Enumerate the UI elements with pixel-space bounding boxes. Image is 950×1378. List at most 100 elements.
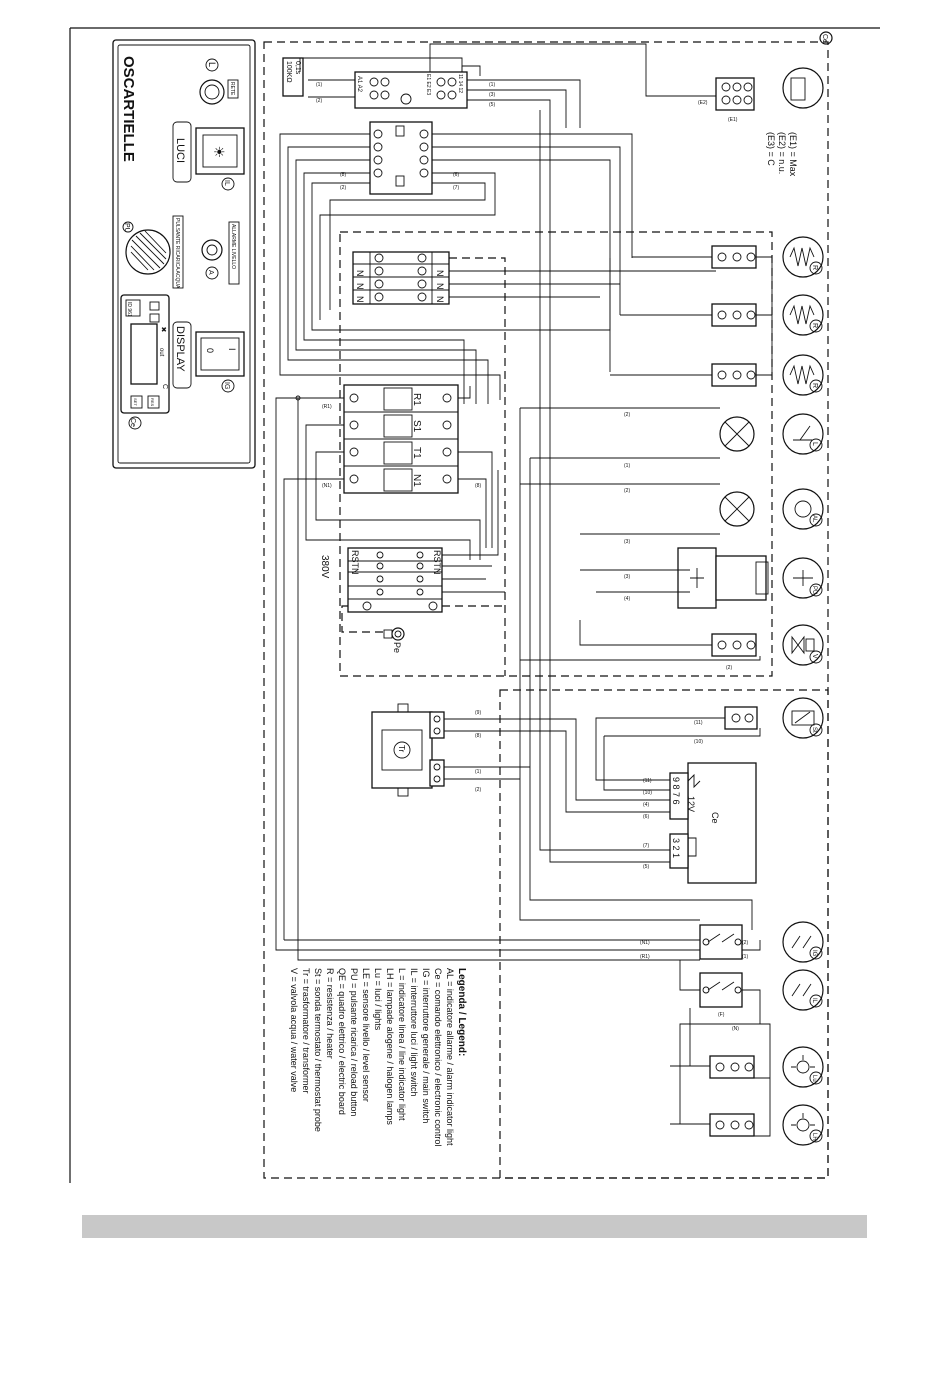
fuse-r1: R1 [411,393,422,406]
pulsante-label: PULSANTE RICARICA ACQUA [174,218,180,289]
electronic-controller: 9 8 7 6 3 2 1 12V Ce [669,762,757,884]
al-wire-label-2: (3) [624,539,630,545]
fuse-t1: T1 [411,447,422,459]
main-switch-icon [782,921,824,963]
heater-n-6: N [435,296,445,303]
timer-relay: 100KΩ 0,1s A1 A2 E1 E2 E3 11 14 12 [282,57,468,109]
contactor [369,121,433,195]
corner-ce-marker [819,31,833,45]
e1-max-label: (E1) = Max [788,132,798,177]
wire-label-8a: (8) [340,172,346,178]
heater-n-4: N [435,270,445,277]
reload-push-button: PU [677,547,824,609]
heater-n-1: N [355,270,365,277]
footer-bar [82,1215,867,1238]
ce-wire-11: (11) [643,778,652,784]
r1-wire-label: (R1) [322,404,332,410]
legend-item: LH = lampade alogene / halogen lamps [385,968,395,1125]
lights: Lu [709,1046,824,1088]
l-wire-label: (2) [624,412,630,418]
legend-title: Legenda / Legend: [456,968,467,1056]
legend-item: L = indicatore linea / line indicator li… [397,968,407,1121]
mains-rstn-left: RSTN [350,550,360,575]
s-wire-label-2: (10) [694,739,703,745]
controller-pins-top: 9 8 7 6 [671,777,681,805]
alarm-indicator-label: AL [811,515,817,523]
fuse-n1: N1 [411,474,422,487]
mains-terminal-block: RSTN RSTN [347,547,443,613]
display-c: C [161,384,168,389]
ig-wire-1: (1) [742,954,748,960]
ig-wire-r1: (R1) [640,954,650,960]
control-section-enclosure [499,689,829,1179]
set-button[interactable] [130,395,143,409]
heater-2-label: R [811,323,818,328]
switch-0-label: 0 [205,348,215,353]
ce-wire-5: (5) [643,864,649,870]
reload-button[interactable] [125,229,171,275]
ce-wire-4: (4) [643,802,649,808]
pu-wire-label-2: (4) [624,596,630,602]
heater-n-3: N [355,296,365,303]
brand-logo: OSCARTIELLE [120,56,137,162]
heater-2-icon [782,294,824,336]
il-wire-n: (N) [732,1026,739,1032]
main-switch[interactable] [195,331,245,377]
s-wire-label: (11) [694,720,703,726]
controller-label: Ce [710,812,720,824]
pu-label: PU [123,223,130,233]
ce-label: Ce [129,418,136,427]
display-label-plate [172,321,192,389]
luci-label-plate [172,121,192,183]
water-valve-label: V [811,654,818,659]
transformer-label: Tr [397,745,406,753]
e2-nu-label: (E2) = n.u. [777,132,787,174]
reload-button-icon [782,557,824,599]
heater-2: R [711,294,824,336]
heater-1-icon [782,236,824,278]
halogen-lamps-icon [782,1104,824,1146]
e-terms-label: E1 E2 E3 [425,74,431,95]
relay-time: 0,1s [294,61,301,75]
thermostat-probe-icon [782,697,824,739]
light-switch-button[interactable] [195,127,245,175]
l-wire-label-2: (1) [624,463,630,469]
controller-pins-bottom: 3 2 1 [671,838,681,858]
wire-label-6a: (6) [453,172,459,178]
corner-ce-label: Ce [821,34,828,43]
res-label: RES [150,398,155,407]
reload-button-label: PU [811,586,817,594]
halogen-lamps-label: LH [811,1133,817,1141]
main-switch-symbol: IG [699,921,824,963]
fuse-block: R1 S1 T1 N1 [343,384,459,494]
ce-wire-6: (6) [643,814,649,820]
heater-3: R [711,354,824,396]
mains-voltage-label: 380V [319,555,330,579]
level-sensor-connector: (E2) (E1) (E1) = Max (E2) = n.u. (E3) = … [698,67,824,177]
wire-label-8b: (8) [475,483,481,489]
legend-item: IL = interruttore luci / light switch [409,968,419,1096]
heater-n-5: N [435,283,445,290]
lights-icon [782,1046,824,1088]
legend-item: Ce = comando elettronico / electronic co… [433,968,443,1146]
legend-item: Tr = trasformatore / transformer [301,968,311,1093]
pu-wire-label: (3) [624,574,630,580]
alarm-indicator-light: AL [719,488,824,530]
heater-3-label: R [811,383,818,388]
earth-label: Pe [392,642,402,653]
res-button[interactable] [147,395,160,409]
alarm-lamp-icon [201,239,223,261]
n1-wire-label: (N1) [322,483,332,489]
tr-wire-9: (9) [475,710,481,716]
thermostat-probe: St [724,697,824,739]
fuse-s1: S1 [411,420,422,433]
light-switch-symbol: IL [699,969,824,1011]
wire-label-1b: (1) [489,82,495,88]
legend-item: R = resistenza / heater [325,968,335,1059]
tr-wire-8: (8) [475,733,481,739]
legend-item: AL = indicatore allarme / alarm indicato… [445,968,455,1146]
legend-item: LE = sensore livello / level sensor [361,968,371,1102]
switch-1-label: I [227,348,237,351]
wire-label-1a: (1) [316,82,322,88]
